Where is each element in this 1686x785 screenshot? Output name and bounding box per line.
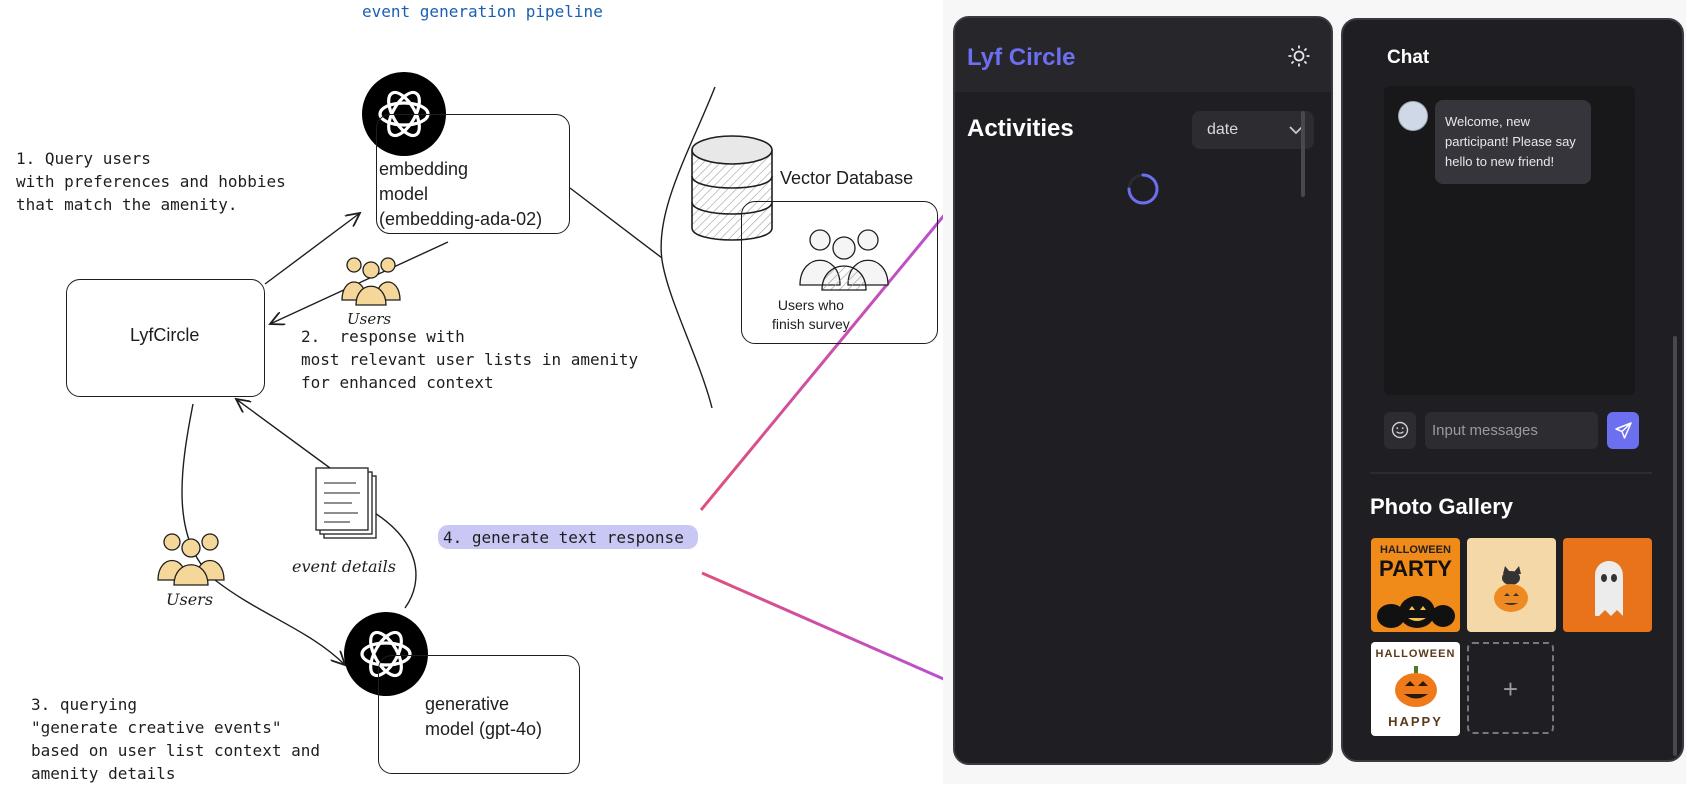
users-group-icon-db (799, 229, 889, 291)
pumpkin-cat-icon (1494, 566, 1528, 612)
smile-icon (1391, 421, 1409, 439)
document-stack-icon (315, 467, 377, 539)
database-icon (691, 135, 773, 241)
step3-note: 3. querying "generate creative events" b… (31, 695, 320, 783)
step4-highlight (438, 525, 698, 549)
app-title[interactable]: Lyf Circle (967, 44, 1076, 71)
add-photo-button[interactable]: + (1467, 642, 1554, 734)
lyfcircle-box: LyfCircle (66, 279, 265, 397)
users-left-label: Users (166, 590, 214, 609)
step2-note: 2. response with most relevant user list… (301, 327, 639, 392)
chat-title: Chat (1387, 47, 1430, 68)
ghost-icon (1595, 561, 1623, 616)
emoji-button[interactable] (1384, 412, 1416, 449)
line-embedding-to-db (569, 187, 663, 259)
vector-db-users-box: Users who finish survey (741, 201, 938, 344)
embedding-model-box: embedding model (embedding-ada-02) (376, 114, 570, 234)
vector-db-label: Vector Database (780, 168, 914, 188)
activities-panel: Lyf Circle Activities date (953, 16, 1333, 765)
diagram-title: event generation pipeline (362, 2, 603, 21)
activities-title: Activities (967, 115, 1074, 142)
sort-select[interactable]: date (1192, 111, 1314, 149)
sort-select-value: date (1207, 121, 1239, 138)
gallery-title: Photo Gallery (1370, 494, 1514, 519)
gallery-photo-3[interactable] (1563, 538, 1652, 632)
sun-icon[interactable] (1287, 44, 1311, 68)
line-event-details-curve (369, 509, 417, 609)
step1-note: 1. Query users with preferences and hobb… (16, 149, 286, 214)
send-button[interactable] (1607, 412, 1639, 449)
send-icon (1615, 422, 1632, 439)
users-group-icon-left (157, 533, 225, 586)
generative-model-box: generative model (gpt-4o) (378, 655, 580, 774)
openai-logo-bottom (344, 612, 428, 696)
step4-note: 4. generate text response (443, 528, 684, 547)
chat-messages[interactable]: Welcome, new participant! Please say hel… (1384, 86, 1635, 395)
arrow-query-to-embedding (264, 213, 360, 285)
pumpkin-icon (1377, 596, 1455, 628)
event-details-label: event details (292, 557, 396, 576)
chat-message: Welcome, new participant! Please say hel… (1435, 100, 1591, 184)
add-photo-label: + (1502, 674, 1519, 704)
connector-line-bottom (701, 571, 943, 681)
avatar (1398, 101, 1428, 131)
users-db-label: Users who finish survey (772, 297, 850, 332)
pipeline-diagram (157, 72, 943, 696)
activities-scrollbar[interactable] (1301, 111, 1305, 197)
app-header: Lyf Circle (955, 18, 1331, 92)
chat-panel: Chat Welcome, new participant! Please sa… (1341, 18, 1684, 762)
connector-line-top (699, 214, 943, 511)
jack-o-lantern-icon (1395, 666, 1437, 707)
users-top-label: Users (347, 310, 392, 328)
chat-divider (1370, 472, 1652, 474)
message-input-placeholder: Input messages (1432, 422, 1538, 439)
message-input[interactable]: Input messages (1425, 412, 1598, 449)
gallery-photo-1[interactable]: HALLOWEEN PARTY (1371, 538, 1460, 632)
gallery-photo-4[interactable]: HALLOWEEN HAPPY (1371, 642, 1460, 736)
db-curve (660, 86, 716, 409)
chat-scrollbar[interactable] (1673, 336, 1677, 756)
users-group-icon-top (341, 257, 401, 306)
gallery-photo-2[interactable] (1467, 538, 1556, 632)
loading-spinner-icon (1127, 173, 1159, 205)
chevron-down-icon (1289, 126, 1303, 135)
